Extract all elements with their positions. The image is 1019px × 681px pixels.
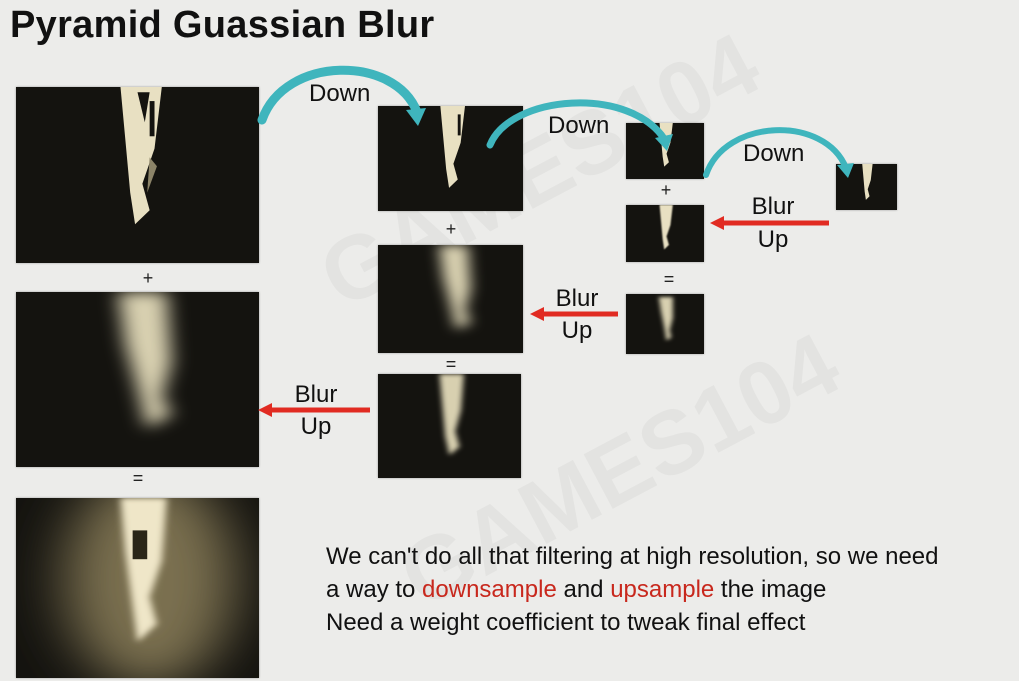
combined-highlight-graphic	[439, 374, 464, 456]
description-line-2-prefix: a way to	[326, 576, 423, 603]
sharp-highlight-graphic	[120, 87, 162, 225]
upsampled-blur-level-0	[16, 292, 259, 467]
up-label-3: Up	[300, 413, 332, 440]
up-label-1: Up	[757, 226, 789, 253]
description-line-2-suffix: the image	[714, 576, 827, 603]
downsampled-level-1	[378, 106, 523, 211]
watermark: GAMES104	[304, 13, 776, 329]
description-text: We can't do all that filtering at high r…	[326, 540, 1016, 639]
plus-sign: +	[445, 219, 457, 239]
slide-title: Pyramid Guassian Blur	[10, 4, 435, 46]
sharp-highlight-graphic	[862, 164, 873, 200]
downsampled-level-3	[836, 164, 897, 210]
downsample-term: downsample	[422, 576, 557, 603]
down-label-1: Down	[309, 80, 371, 107]
combined-level-1	[378, 374, 521, 478]
description-line-2: a way to downsample and upsample the ima…	[326, 573, 1016, 606]
plus-sign: +	[660, 180, 672, 200]
equals-sign: =	[132, 468, 144, 488]
sharp-highlight-graphic	[659, 123, 673, 167]
blur-label-1: Blur	[751, 193, 795, 220]
upsample-term: upsample	[610, 576, 715, 603]
equals-sign: =	[445, 354, 457, 374]
down-label-3: Down	[743, 140, 805, 167]
downsampled-level-2	[626, 123, 704, 179]
blurred-highlight-graphic	[438, 245, 471, 330]
blurred-highlight-graphic	[658, 297, 673, 341]
highlight-graphic	[659, 205, 673, 250]
original-image	[16, 87, 259, 263]
final-result-image	[16, 498, 259, 678]
blur-label-2: Blur	[555, 285, 599, 312]
equals-sign: =	[663, 269, 675, 289]
upsampled-blur-level-2	[626, 205, 704, 262]
plus-sign: +	[142, 268, 154, 288]
description-line-1: We can't do all that filtering at high r…	[326, 543, 939, 570]
description-line-3: Need a weight coefficient to tweak final…	[326, 609, 806, 636]
upsampled-blur-level-1	[378, 245, 523, 353]
blurred-highlight-graphic	[118, 292, 172, 429]
down-label-2: Down	[548, 112, 610, 139]
bloom-result-graphic	[64, 498, 235, 678]
description-line-2-and: and	[556, 576, 611, 603]
blur-label-3: Blur	[294, 381, 338, 408]
sharp-highlight-graphic	[440, 106, 465, 188]
combined-level-2	[626, 294, 704, 354]
up-label-2: Up	[561, 317, 593, 344]
